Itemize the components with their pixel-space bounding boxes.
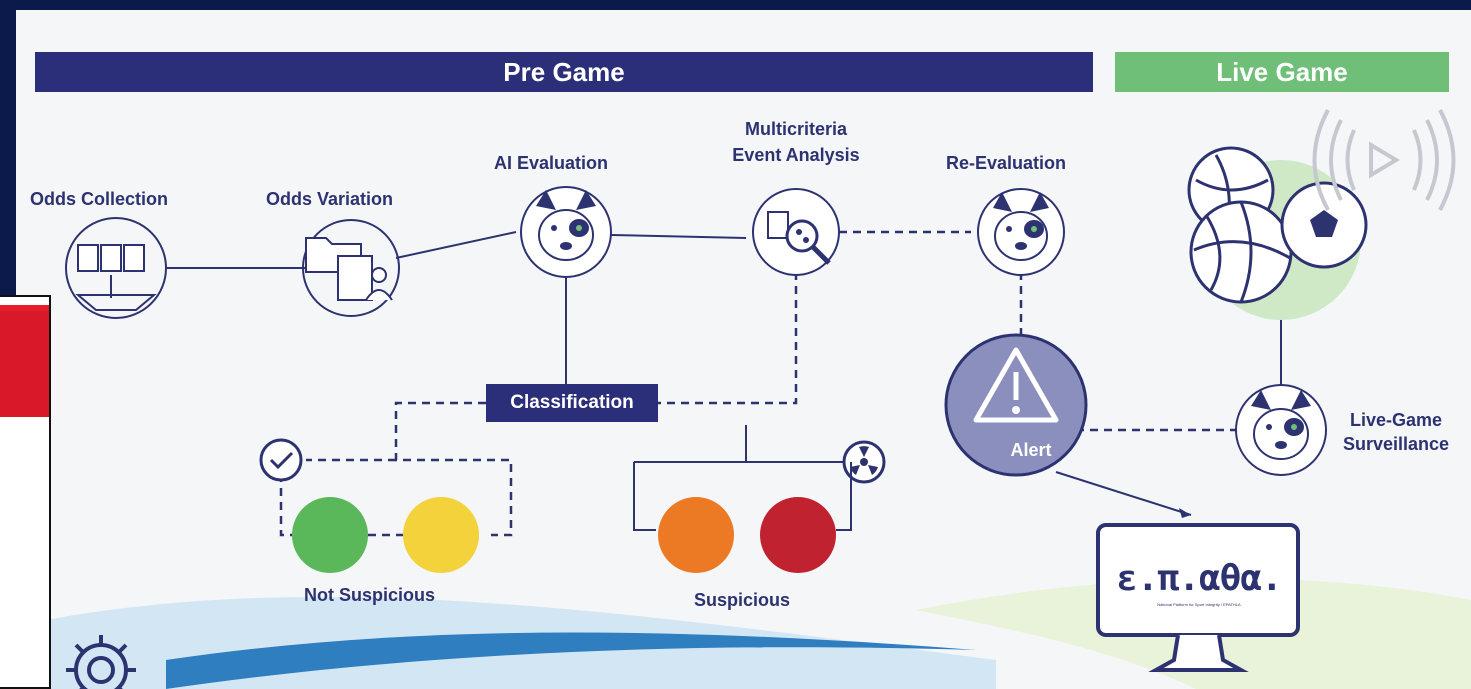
folder-user-icon [302, 219, 400, 317]
green-status-circle [292, 497, 368, 573]
yellow-status-circle [403, 497, 479, 573]
pre-game-band: Pre Game [35, 52, 1093, 92]
platform-logo-main: ε.π.αθ [1116, 558, 1241, 599]
live-surveillance-line1: Live-Game [1349, 410, 1443, 430]
classification-box: Classification [486, 384, 658, 422]
overlay-red-header [0, 311, 49, 417]
orange-status-circle [658, 497, 734, 573]
not-suspicious-label: Not Suspicious [304, 585, 436, 605]
overlapping-window [0, 295, 51, 689]
multicriteria-line2: Event Analysis [732, 145, 860, 165]
multicriteria-line1: Multicriteria [744, 119, 848, 139]
suspicious-label: Suspicious [694, 590, 791, 610]
bulldog-icon [1235, 384, 1327, 476]
odds-variation-label: Odds Variation [266, 189, 394, 209]
monitor-icon [1096, 523, 1300, 672]
platform-subtitle: National Platform for Sport Integrity / … [1157, 602, 1241, 607]
overlay-red-line [0, 305, 49, 311]
bulldog-icon [977, 188, 1065, 276]
bulldog-icon [520, 186, 612, 278]
broadcast-icon [1312, 109, 1456, 211]
platform-logo-end: α. [1240, 558, 1282, 599]
ai-evaluation-label: AI Evaluation [494, 153, 609, 173]
re-evaluation-label: Re-Evaluation [946, 153, 1067, 173]
documents-icon [65, 217, 167, 319]
odds-collection-label: Odds Collection [30, 189, 169, 209]
flow-graphic [46, 109, 1471, 689]
live-game-band: Live Game [1115, 52, 1449, 92]
live-surveillance-label: Live-Game Surveillance [1334, 408, 1458, 456]
sports-balls-icon [1187, 146, 1368, 320]
platform-logo: ε.π.αθα. [1106, 558, 1292, 599]
check-icon [259, 438, 303, 482]
multicriteria-label: Multicriteria Event Analysis [706, 116, 886, 168]
gear-icon [66, 635, 136, 689]
blue-swoosh-stripe [166, 632, 976, 689]
magnifier-icon [752, 188, 840, 276]
red-status-circle [760, 497, 836, 573]
warning-icon [944, 333, 1088, 477]
diagram-canvas: Pre Game Live Game [16, 10, 1471, 689]
alert-label: Alert [1010, 440, 1052, 460]
live-surveillance-line2: Surveillance [1342, 434, 1450, 454]
radiation-icon [842, 440, 886, 484]
